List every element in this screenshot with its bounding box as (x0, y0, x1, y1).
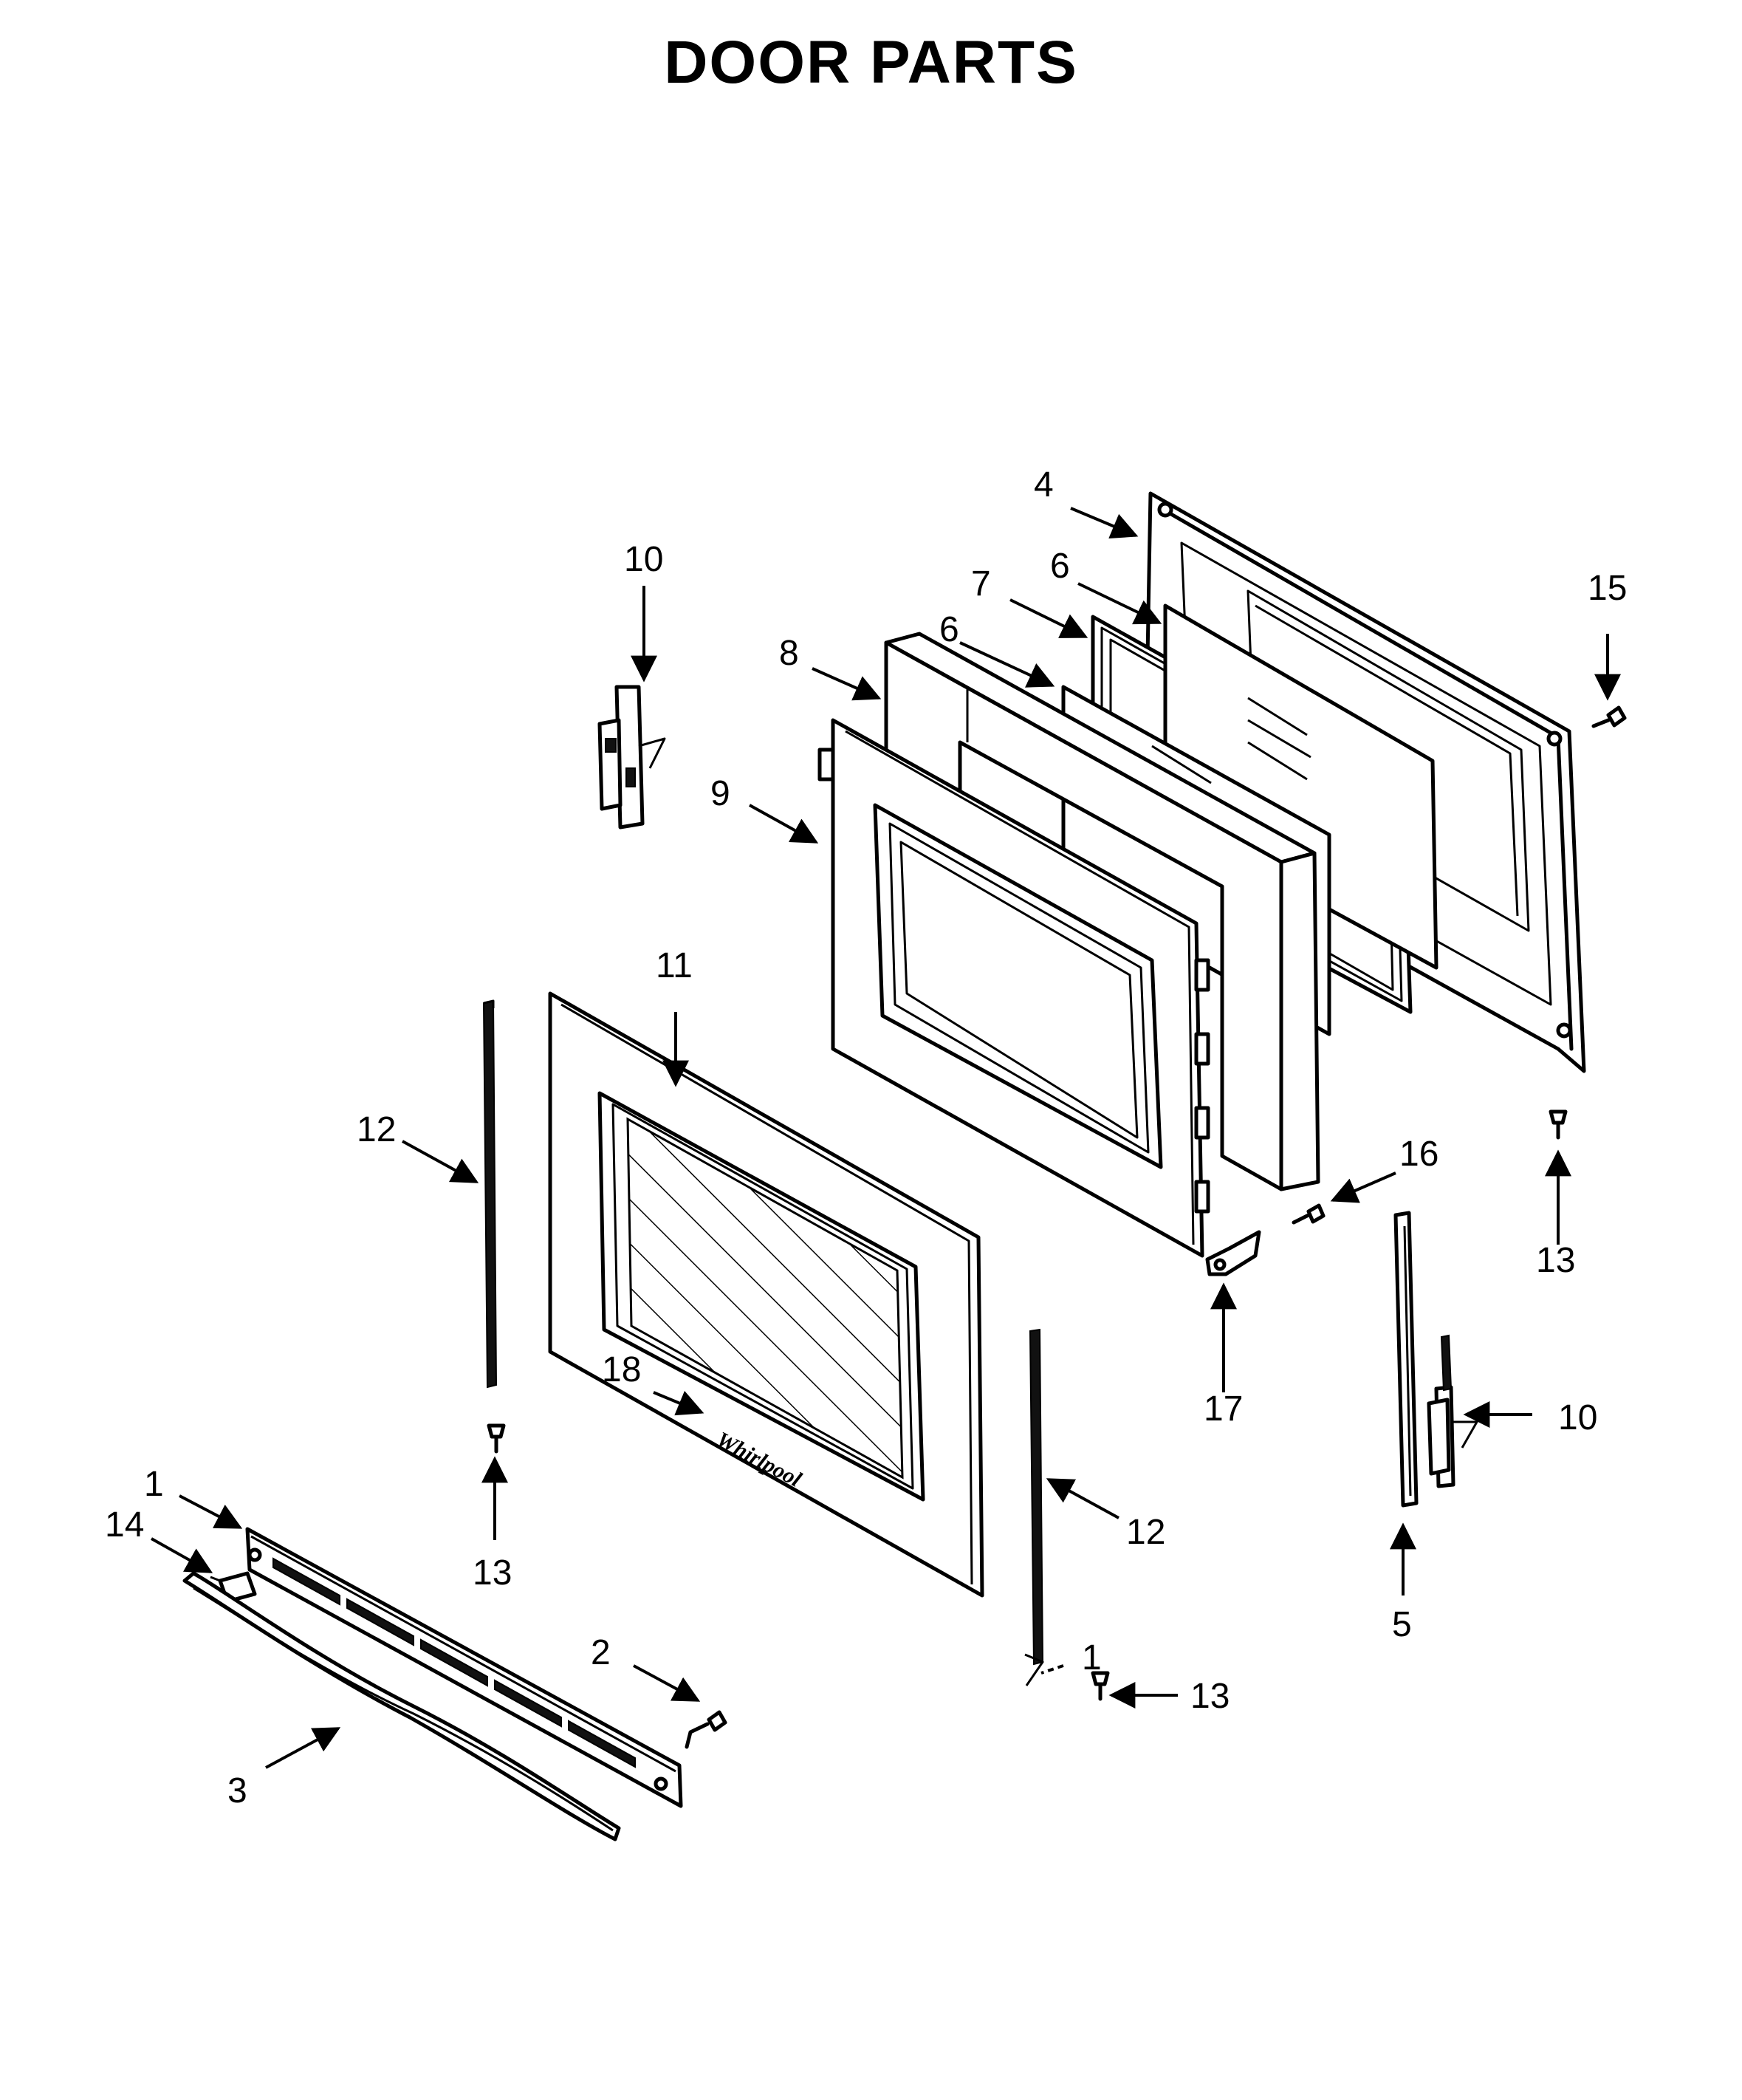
callout-2: 2 (591, 1633, 611, 1672)
callout-1: 1 (144, 1465, 164, 1504)
callout-leaders (151, 507, 1621, 1769)
door-vent-trim (245, 1527, 683, 1808)
callout-7: 7 (971, 564, 991, 603)
outer-door-panel (548, 991, 984, 1598)
callout-13-bottom: 13 (1190, 1677, 1230, 1716)
callout-10-lower: 10 (1558, 1398, 1597, 1437)
callout-15: 15 (1588, 569, 1627, 608)
callout-13-left: 13 (473, 1553, 512, 1593)
callout-4: 4 (1034, 465, 1054, 505)
callout-9: 9 (710, 774, 730, 813)
screw-15 (1591, 705, 1627, 728)
callout-12-right: 12 (1126, 1513, 1165, 1552)
callout-17: 17 (1204, 1389, 1243, 1429)
callout-16: 16 (1399, 1135, 1438, 1174)
page-title: DOOR PARTS (664, 29, 1078, 96)
screw-16 (1292, 1203, 1326, 1225)
callout-5: 5 (1392, 1605, 1412, 1644)
door-hinge-lower (1427, 1334, 1478, 1488)
vent-slots (272, 1557, 636, 1768)
callout-11: 11 (656, 946, 693, 985)
callout-8: 8 (779, 634, 799, 673)
callout-labels: 4 6 7 6 8 9 10 15 11 12 16 13 17 13 18 1… (105, 465, 1627, 1810)
screw-13-right (1549, 1109, 1568, 1140)
callout-3: 3 (227, 1771, 247, 1810)
door-insulation-frame (884, 632, 1320, 1191)
inner-door-liner (817, 718, 1210, 1258)
hinge-bracket-17 (1205, 1230, 1261, 1276)
screw-13-left (487, 1423, 506, 1454)
door-side-trim-right (1024, 1328, 1044, 1686)
screw-13-bottom (1091, 1671, 1110, 1701)
callout-18: 18 (602, 1350, 641, 1389)
hinge-receiver-5 (1393, 1211, 1419, 1508)
callout-14: 14 (105, 1505, 144, 1545)
callout-10-upper: 10 (624, 540, 663, 579)
callout-6-rear: 6 (1050, 547, 1070, 586)
door-side-trim-left (482, 999, 498, 1389)
callout-13-right: 13 (1536, 1241, 1575, 1280)
screw-2 (685, 1710, 727, 1749)
callout-12-left: 12 (357, 1110, 396, 1149)
callout-6-front: 6 (939, 610, 959, 649)
door-hinge-upper (597, 685, 666, 830)
callout-1-small: 1 (1082, 1638, 1102, 1677)
door-handle (182, 1571, 621, 1841)
